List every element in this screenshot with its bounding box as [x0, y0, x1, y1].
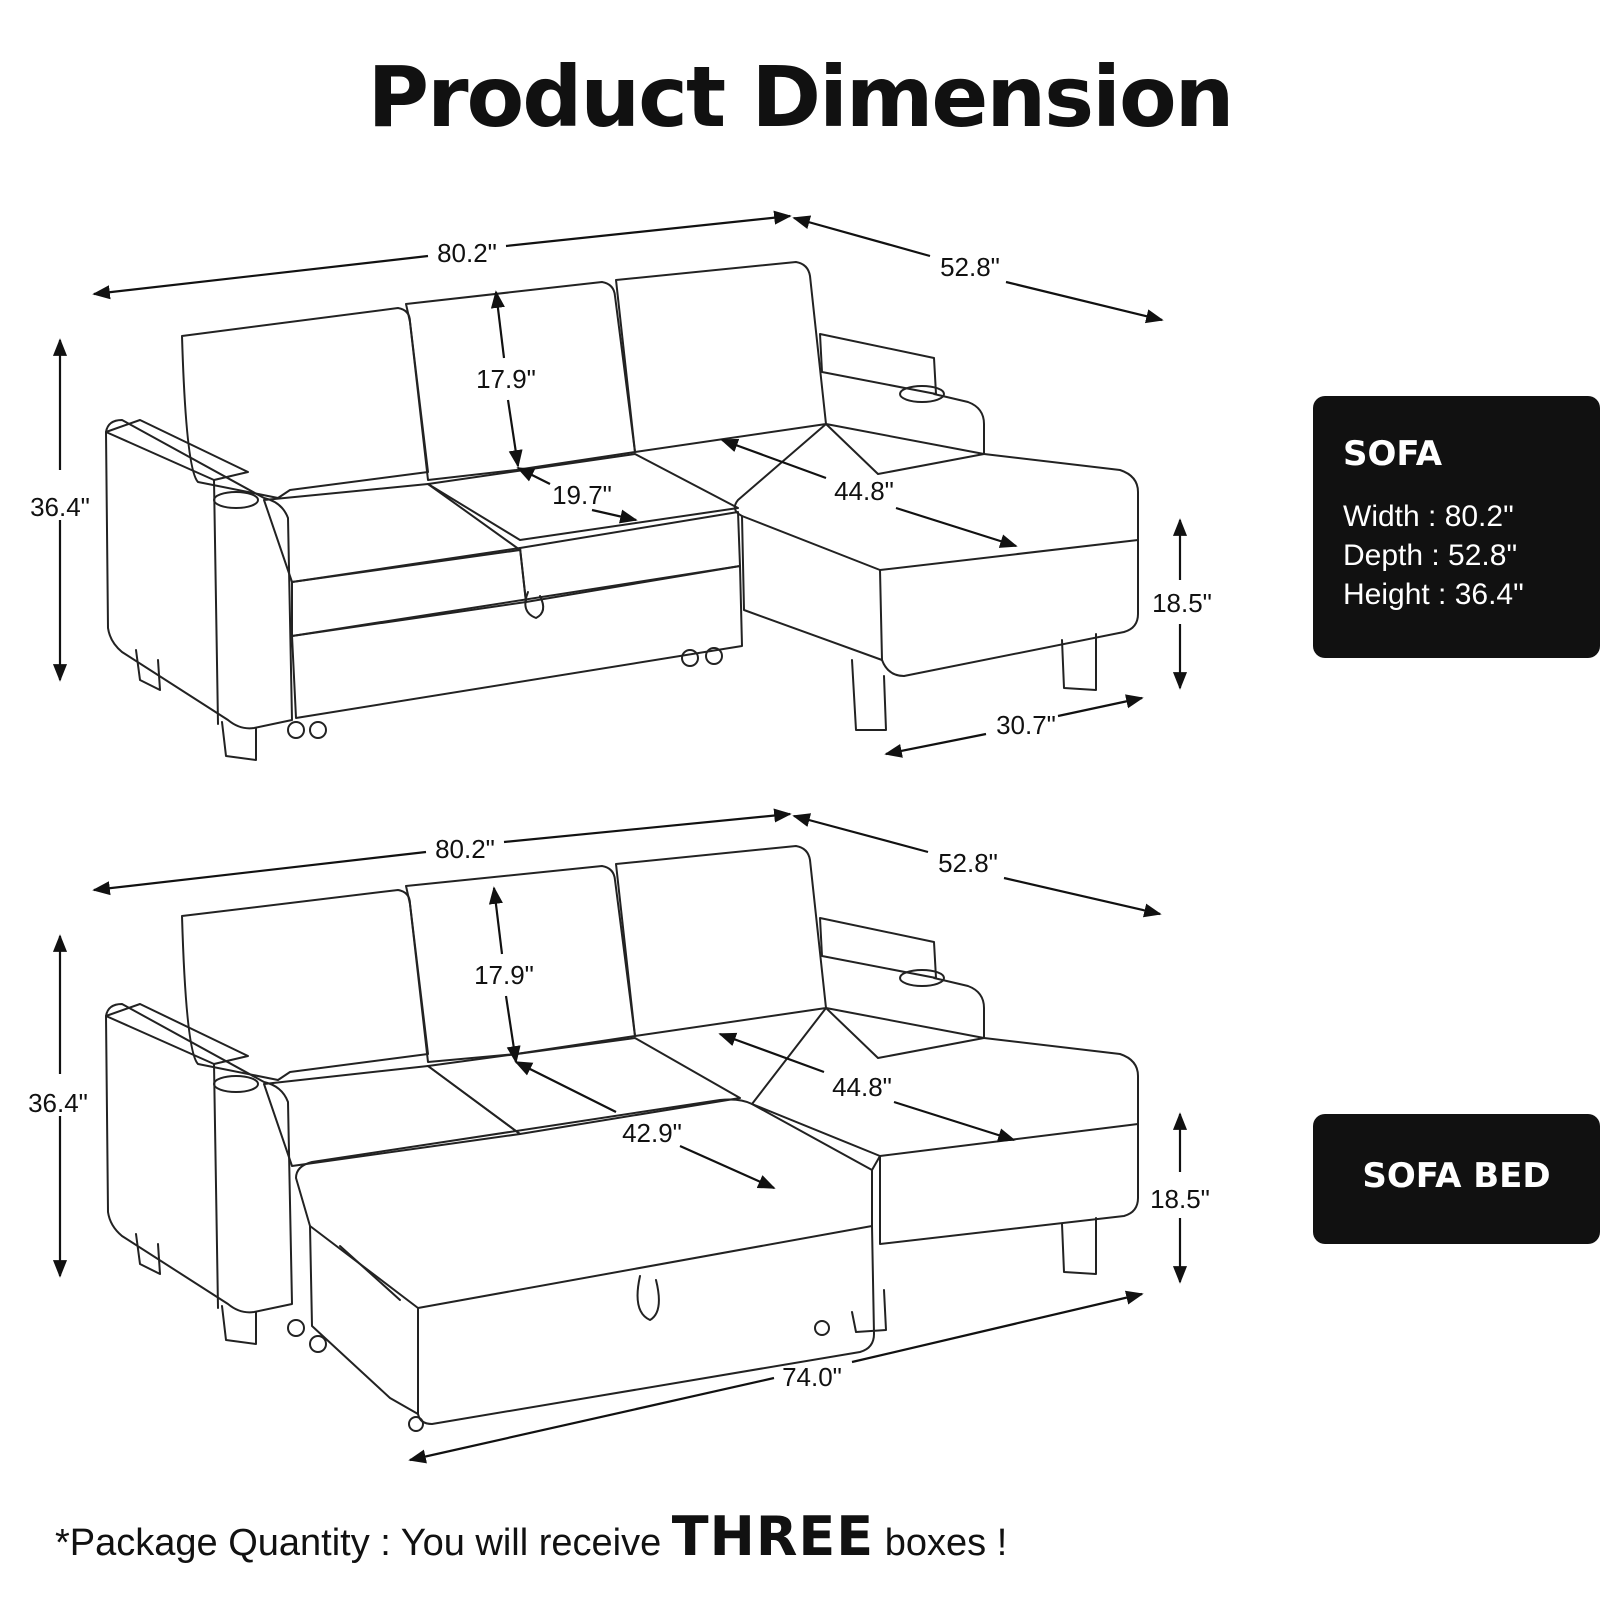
top-chaise-width-label: 30.7" [996, 710, 1056, 740]
sofa-drawing [105, 261, 1139, 761]
bottom-dimension-arrows [52, 808, 1188, 1464]
sofa-depth-spec: Depth : 52.8" [1343, 539, 1518, 572]
bottom-bed-depth-label: 42.9" [622, 1118, 682, 1148]
bottom-depth-label: 52.8" [938, 848, 998, 878]
bottom-back-height-label: 17.9" [474, 960, 534, 990]
sofa-spec-panel: SOFA Width : 80.2" Depth : 52.8" Height … [1313, 396, 1600, 658]
sofa-bed-panel-heading: SOFA BED [1362, 1156, 1551, 1196]
bottom-dimension-labels: 80.2" 52.8" 36.4" 17.9" 42.9" 44.8" 18.5… [28, 834, 1210, 1392]
page-title: Product Dimension [367, 48, 1235, 146]
top-width-label: 80.2" [437, 238, 497, 268]
bottom-bed-width-label: 74.0" [782, 1362, 842, 1392]
sofa-panel-heading: SOFA [1343, 434, 1443, 474]
top-dimension-labels: 80.2" 52.8" 36.4" 17.9" 19.7" 44.8" 18.5… [30, 238, 1212, 740]
top-dimension-arrows [52, 210, 1188, 758]
footer-prefix: *Package Quantity : You will receive [55, 1522, 672, 1564]
top-back-height-label: 17.9" [476, 364, 536, 394]
top-depth-label: 52.8" [940, 252, 1000, 282]
bottom-height-label: 36.4" [28, 1088, 88, 1118]
sofa-bed-panel: SOFA BED [1313, 1114, 1600, 1244]
footer-emphasis: THREE [671, 1505, 875, 1568]
bottom-chaise-length-label: 44.8" [832, 1072, 892, 1102]
top-chaise-length-label: 44.8" [834, 476, 894, 506]
sofa-bed-drawing [105, 845, 1139, 1432]
top-seat-height-label: 18.5" [1152, 588, 1212, 618]
top-height-label: 36.4" [30, 492, 90, 522]
sofa-height-spec: Height : 36.4" [1343, 578, 1524, 611]
bottom-seat-height-label: 18.5" [1150, 1184, 1210, 1214]
bottom-width-label: 80.2" [435, 834, 495, 864]
package-quantity-note: *Package Quantity : You will receive THR… [55, 1505, 1007, 1568]
footer-suffix: boxes ! [874, 1522, 1008, 1564]
top-seat-depth-label: 19.7" [552, 480, 612, 510]
sofa-width-spec: Width : 80.2" [1343, 500, 1514, 533]
